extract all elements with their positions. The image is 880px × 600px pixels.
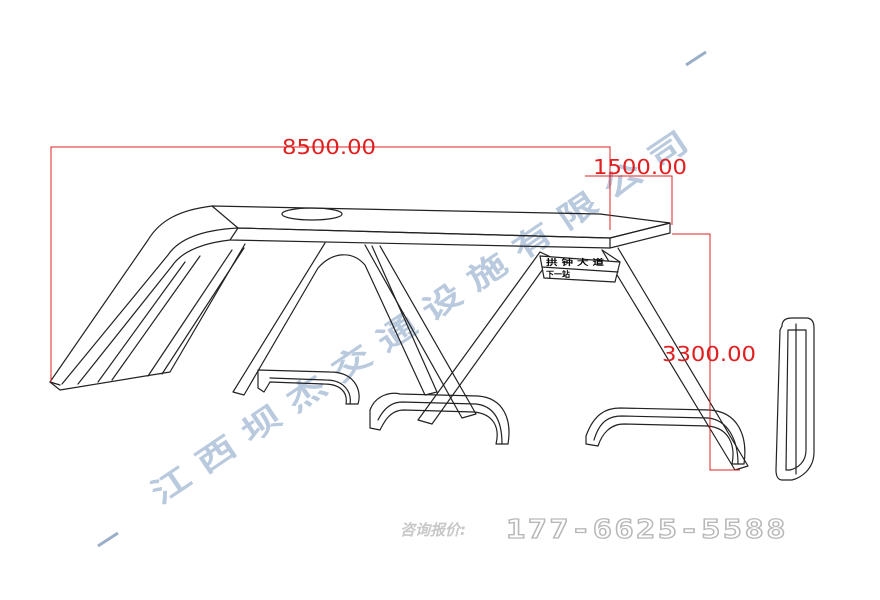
back-glass-line-3 [147, 249, 233, 377]
front-cross-leg [417, 251, 549, 425]
back-panel-curve-3 [77, 239, 231, 385]
sign-divider [541, 266, 619, 273]
roof-end-fascia [609, 222, 671, 249]
back-panel-base [49, 243, 246, 391]
contact-label: 咨询报价: [400, 521, 466, 539]
side-panel [775, 317, 815, 481]
back-panel-inner-curve [61, 227, 239, 385]
bench-seat-3 [585, 407, 746, 465]
dimension-lines [50, 146, 740, 471]
watermark-dash-bottom [97, 531, 119, 548]
sign-route-label: 拱 钟 大 道 [546, 257, 604, 267]
height-dimension-line [672, 233, 740, 471]
bench-seat-2-inner [377, 401, 503, 445]
bench-seat-3-inner [593, 415, 739, 465]
watermark: 江 西 坝 杰 交 通 设 施 有 限 公 司 [97, 50, 707, 548]
back-glass-line-4 [161, 247, 245, 375]
bench-seat-1-inner [269, 377, 351, 405]
depth-dimension-label: 1500.00 [593, 155, 687, 179]
bench-seat-1 [257, 369, 360, 405]
roof-skylight-opening [281, 207, 343, 221]
bench-seat-2 [369, 392, 510, 445]
shelter-structure [49, 205, 815, 481]
back-glass-line-2 [111, 255, 201, 381]
depth-dimension-line [585, 175, 673, 225]
height-dimension-label: 3300.00 [662, 342, 756, 366]
back-panel-outer-curve [49, 205, 213, 386]
side-panel-inner [785, 329, 807, 471]
length-dimension-label: 8500.00 [282, 135, 376, 159]
front-arch-left [232, 242, 438, 396]
contact-info: 咨询报价: 177-6625-5588 [400, 514, 788, 545]
watermark-dash-top [685, 50, 707, 67]
length-dimension-line [50, 146, 611, 382]
sign-next-stop-label: 下一站 [546, 269, 570, 279]
front-cross-leg-2 [364, 244, 477, 419]
front-right-leg [601, 247, 749, 471]
contact-phone: 177-6625-5588 [506, 515, 788, 545]
sign-side [601, 249, 621, 263]
watermark-company-text: 江 西 坝 杰 交 通 设 施 有 限 公 司 [145, 125, 695, 512]
back-glass-line-1 [97, 261, 186, 383]
